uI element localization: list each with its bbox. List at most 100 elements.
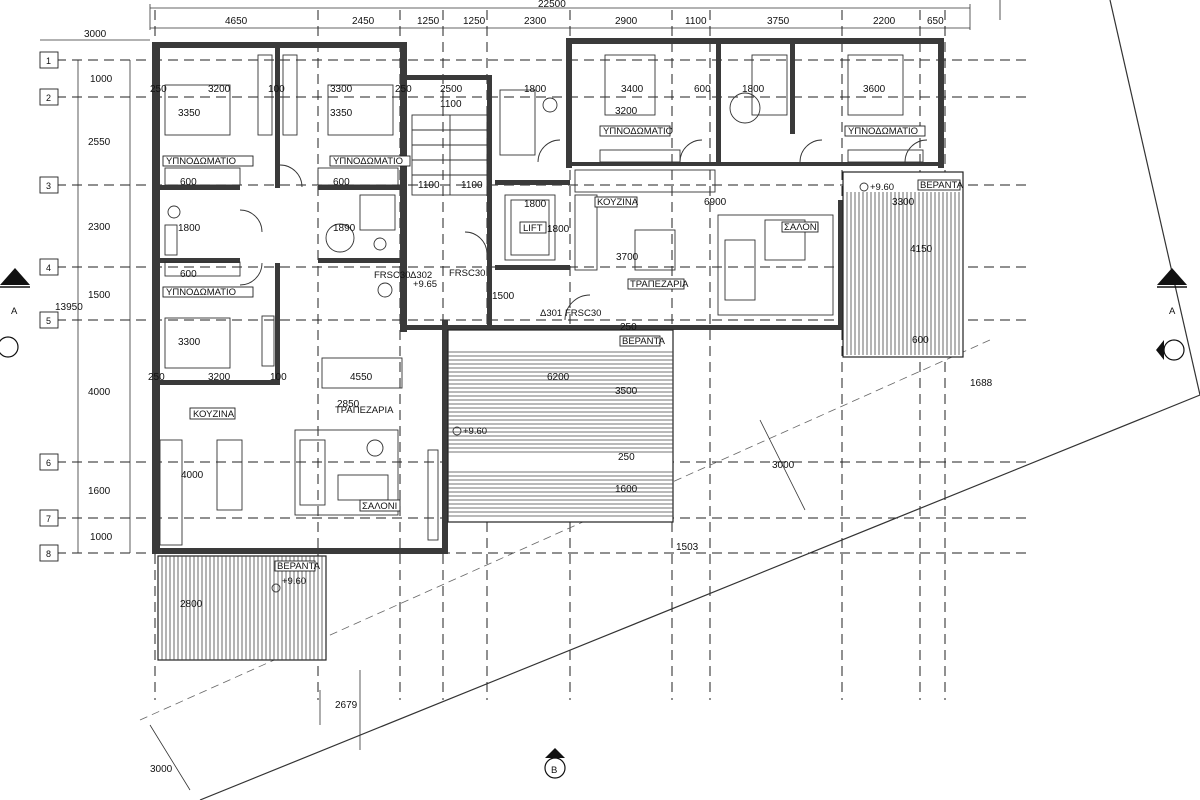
dim-3000-bottom-left: 3000 — [150, 764, 173, 775]
dim-250-c: 250 — [148, 372, 165, 383]
room-label-living-east: ΣΑΛΟΝΙ — [784, 222, 819, 233]
dim-top-7: 1100 — [685, 16, 707, 27]
top-dimension-chain: 22500 4650 2450 1250 1250 2300 2900 1100… — [40, 0, 971, 41]
dim-1500: 1500 — [492, 291, 515, 302]
section-marker-right: A — [1157, 268, 1187, 317]
section-label-a-left: A — [11, 306, 18, 317]
dim-top-4: 1250 — [463, 16, 486, 27]
dim-left-6: 1600 — [88, 486, 111, 497]
left-dimension-chain: 1000 2550 2300 1500 4000 1600 1000 13950 — [55, 60, 131, 553]
interior-dimensions: 3200 3350 3300 3350 100 250 250 600 600 … — [148, 84, 993, 750]
dim-3000-diag: 3000 — [772, 460, 795, 471]
tag-d302: Δ302 — [410, 270, 432, 281]
room-label-bedroom-2: ΥΠΝΟΔΩΜΑΤΙΟ — [333, 156, 403, 167]
dim-left-2: 2550 — [88, 137, 111, 148]
dim-offset-left: 3000 — [84, 29, 107, 40]
dim-1800-d: 1800 — [547, 224, 570, 235]
dim-1800-c: 1800 — [524, 199, 547, 210]
dim-3200-a: 3200 — [208, 84, 231, 95]
dim-top-9: 2200 — [873, 16, 896, 27]
room-label-bedroom-3: ΥΠΝΟΔΩΜΑΤΙΟ — [166, 287, 236, 298]
dim-2850: 2850 — [337, 399, 360, 410]
grid-label-2: 2 — [46, 93, 51, 103]
room-label-living-west: ΣΑΛΟΝΙ — [362, 501, 397, 512]
grid-label-8: 8 — [46, 549, 51, 559]
grid-label-1: 1 — [46, 56, 51, 66]
dim-3600: 3600 — [863, 84, 886, 95]
dim-3700: 3700 — [616, 252, 639, 263]
veranda-southwest — [157, 555, 327, 661]
grid-label-6: 6 — [46, 458, 51, 468]
room-label-bedroom-4: ΥΠΝΟΔΩΜΑΤΙΟ — [603, 126, 673, 137]
dim-3350-b: 3350 — [330, 108, 353, 119]
dim-top-3: 1250 — [417, 16, 440, 27]
section-label-b: B — [551, 765, 557, 776]
tag-frsc-1: FRSC30 — [374, 270, 410, 281]
room-label-bedroom-1: ΥΠΝΟΔΩΜΑΤΙΟ — [166, 156, 236, 167]
level-veranda-center: +9.60 — [463, 426, 487, 437]
dim-600-a: 600 — [180, 177, 197, 188]
dim-600-c: 600 — [180, 269, 197, 280]
grid-bubble-7 — [39, 509, 59, 527]
room-label-kitchen-east: ΚΟΥΖΙΝΑ — [597, 197, 639, 208]
grid-bubble-1 — [39, 51, 59, 69]
room-labels: ΥΠΝΟΔΩΜΑΤΙΟ ΥΠΝΟΔΩΜΑΤΙΟ ΥΠΝΟΔΩΜΑΤΙΟ ΥΠΝΟ… — [162, 125, 964, 572]
grid-bubbles: 1 2 3 4 5 6 7 8 — [39, 51, 59, 562]
dim-left-overall: 13950 — [55, 302, 83, 313]
veranda-east — [842, 171, 964, 358]
grid-bubble-4 — [39, 258, 59, 276]
dim-100-a: 100 — [268, 84, 285, 95]
dim-250-d: 250 — [620, 322, 637, 333]
dim-1503: 1503 — [676, 542, 699, 553]
dim-1890: 1890 — [333, 223, 356, 234]
dim-3350-a: 3350 — [178, 108, 201, 119]
room-label-lift: LIFT — [523, 223, 543, 234]
dim-top-2: 2450 — [352, 16, 375, 27]
grid-bubble-5 — [39, 311, 59, 329]
dim-top-1: 4650 — [225, 16, 248, 27]
veranda-center — [447, 329, 674, 523]
site-boundary: 3000 — [139, 0, 1200, 800]
dim-6900: 6900 — [704, 197, 727, 208]
room-label-dining-west: ΤΡΑΠΕΖΑΡΙΑ — [335, 405, 394, 416]
dim-top-10: 650 — [927, 16, 944, 27]
level-lobby: +9.65 — [413, 279, 437, 290]
dim-left-7: 1000 — [90, 532, 113, 543]
dim-3200-b: 3200 — [208, 372, 231, 383]
room-label-kitchen-west: ΚΟΥΖΙΝΑ — [193, 409, 235, 420]
tag-frsc-2: FRSC30 — [449, 268, 485, 279]
dim-600-e: 600 — [912, 335, 929, 346]
room-label-bedroom-5: ΥΠΝΟΔΩΜΑΤΙΟ — [848, 126, 918, 137]
dim-250-b: 250 — [395, 84, 412, 95]
dim-overall-width: 22500 — [538, 0, 566, 10]
dim-2800: 2800 — [180, 599, 203, 610]
dim-6200: 6200 — [547, 372, 570, 383]
dim-2500: 2500 — [440, 84, 463, 95]
dim-600-d: 600 — [694, 84, 711, 95]
grid-label-7: 7 — [46, 514, 51, 524]
dim-top-6: 2900 — [615, 16, 638, 27]
dim-3500: 3500 — [615, 386, 638, 397]
dim-250-a: 250 — [150, 84, 167, 95]
grid-bubble-8 — [39, 544, 59, 562]
room-label-dining-east: ΤΡΑΠΕΖΑΡΙΑ — [630, 279, 689, 290]
dim-4150: 4150 — [910, 244, 933, 255]
dim-3300-b: 3300 — [178, 337, 201, 348]
dim-1600: 1600 — [615, 484, 638, 495]
tag-frsc-3: FRSC30 — [565, 308, 601, 319]
dim-left-1: 1000 — [90, 74, 113, 85]
tag-d301: Δ301 — [540, 308, 562, 319]
elevation-marker-bottom: B — [544, 748, 566, 779]
dim-1100-b: 1100 — [418, 180, 440, 191]
section-label-a-right: A — [1169, 306, 1176, 317]
dim-1100-c: 1100 — [461, 180, 483, 191]
dim-left-5: 4000 — [88, 387, 111, 398]
dim-2679: 2679 — [335, 700, 358, 711]
grid-bubble-2 — [39, 88, 59, 106]
dim-top-8: 3750 — [767, 16, 790, 27]
dim-left-4: 1500 — [88, 290, 111, 301]
dim-600-b: 600 — [333, 177, 350, 188]
dim-250-e: 250 — [618, 452, 635, 463]
dim-left-3: 2300 — [88, 222, 111, 233]
